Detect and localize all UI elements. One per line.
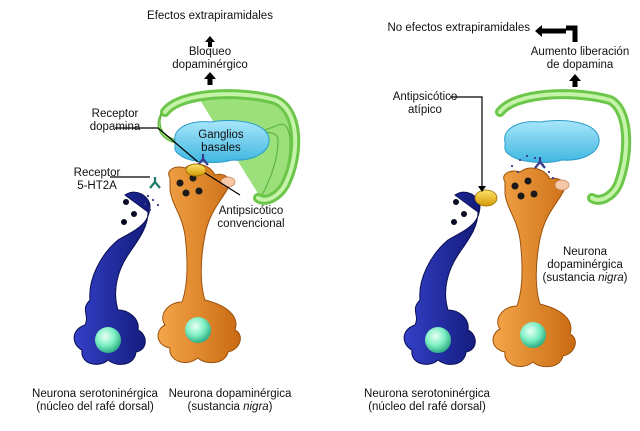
left-up-arrow-mid [204,72,216,85]
right-drug-leader [450,96,483,188]
right-release-line2: de dopamina [546,59,614,71]
right-dopamine-vesicle [517,192,525,200]
left-drug-line1: Antipsicótico [218,205,284,217]
left-sero-line1: Neurona serotoninérgica [32,388,158,400]
left-serotonin-vesicle [123,199,129,205]
right-dopamine-neuron-label: Neurona dopaminérgica (sustancia nigra) [535,246,635,285]
left-serotonin-neuron [73,191,151,365]
right-serotonin-vesicle [453,199,459,205]
right-dopamine-vesicle [530,190,538,198]
right-green-arc-inner [498,92,629,202]
left-5ht2a-line2: 5-HT2A [77,180,117,192]
right-release-line1: Aumento liberación [530,46,630,58]
right-serotonin-vesicle [451,219,457,225]
left-top-label: Efectos extrapiramidales [147,10,273,22]
right-atypical-antipsychotic-pill [474,189,498,207]
left-receptor-dopamina-label: Receptor dopamina [70,108,160,134]
left-serotonin-vesicle [121,219,127,225]
right-drug-line1: Antipsicótico [392,91,458,103]
right-serotonin-neuron [403,191,481,365]
left-receptor-dopamina-line1: Receptor [91,108,139,120]
right-dopamine-vesicle [524,177,532,185]
right-dopa-line1: Neurona [562,246,608,258]
left-serotonin-release-dots [143,194,160,212]
left-basal-ganglia [174,120,270,163]
left-sero-line2: (núcleo del rafé dorsal) [36,401,154,413]
right-serotonin-neuron-label: Neurona serotoninérgica (núcleo del rafé… [352,388,502,414]
right-dopa-line3: (sustancia nigra) [542,272,628,284]
left-conventional-antipsychotic-pill [185,163,207,177]
left-serotonin-nucleus [95,327,121,353]
right-terminal-bulb [554,179,570,191]
right-sero-line1: Neurona serotoninérgica [364,388,490,400]
left-5ht2a-label: Receptor 5-HT2A [62,167,132,193]
left-block-label: Bloqueo dopaminérgico [160,46,260,72]
left-terminal-bulb [220,176,236,188]
right-left-arrow [535,25,566,37]
left-dopamine-neuron [157,163,241,364]
right-serotonin-vesicle [461,211,467,217]
left-dopamine-vesicle [182,189,190,197]
right-basal-ganglia [504,120,600,163]
left-block-line2: dopaminérgico [172,59,248,71]
left-dopa-line2: (sustancia nigra) [187,401,273,413]
right-dopamine-nucleus [520,322,546,348]
left-5ht2a-receptor [149,177,161,189]
left-up-arrow-top [205,36,215,47]
left-serotonin-neuron-label: Neurona serotoninérgica (núcleo del rafé… [20,388,170,414]
right-release-label: Aumento liberación de dopamina [525,46,635,72]
right-arrow-connector [566,25,578,42]
left-receptor-dopamina-leader [115,127,199,163]
right-sero-line2: (núcleo del rafé dorsal) [368,401,486,413]
right-dopamine-release-dots [510,154,555,180]
right-up-arrow [569,74,581,87]
left-5ht2a-line1: Receptor [73,167,121,179]
left-serotonin-vesicle [131,211,137,217]
left-ganglia-line2: basales [201,142,241,154]
right-serotonin-nucleus [425,327,451,353]
left-dopamine-nucleus [185,317,211,343]
right-dopamine-vesicle [511,182,519,190]
left-dopamine-neuron-label: Neurona dopaminérgica (sustancia nigra) [160,388,300,414]
right-top-label: No efectos extrapiramidales [387,22,530,34]
left-panel [73,36,301,365]
left-ganglia-label: Ganglios basales [186,129,256,155]
left-ganglia-line1: Ganglios [198,129,244,141]
right-drug-label: Antipsicótico atípico [385,91,465,117]
left-drug-leader [204,172,241,196]
left-dopamine-receptor [197,154,209,166]
right-drug-line2: atípico [408,104,442,116]
right-panel [403,25,632,368]
left-dopamine-vesicle [176,179,184,187]
left-receptor-dopamina-line2: dopamina [89,121,141,133]
left-green-arc-inner [163,92,298,202]
left-dopa-line1: Neurona dopaminérgica [168,388,292,400]
left-dopamine-vesicle [195,187,203,195]
right-drug-leader-arrowhead [478,186,486,192]
left-drug-label: Antipsicótico convencional [206,205,296,231]
left-drug-line2: convencional [217,218,285,230]
right-dopa-line2: dopaminérgica [547,259,623,271]
left-block-line1: Bloqueo [188,46,232,58]
